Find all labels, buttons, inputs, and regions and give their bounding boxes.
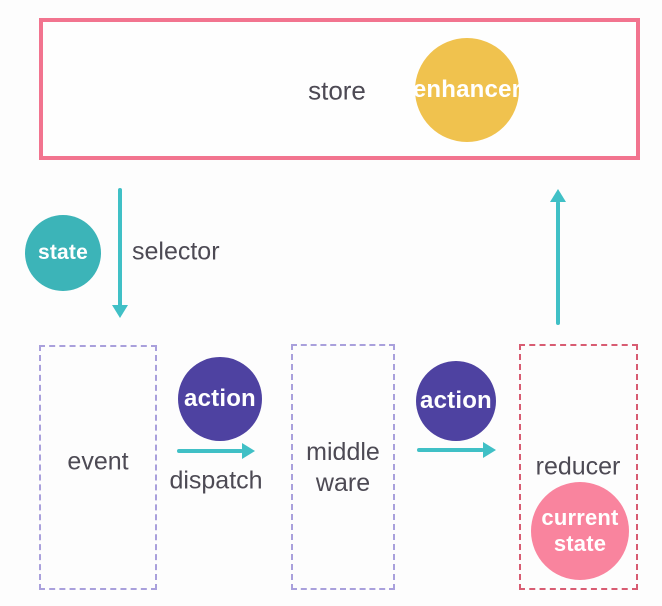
dispatch-arrow-head [242, 443, 255, 459]
current-state-label-line1: current [541, 505, 619, 530]
dispatch-label: dispatch [169, 466, 263, 495]
enhancer-circle: enhancer [412, 38, 522, 142]
current-state-label-line2: state [553, 531, 607, 556]
up-arrow-shaft [556, 201, 560, 325]
mw-reducer-arrow-shaft [417, 448, 484, 452]
middleware-label-line1: middle [306, 438, 380, 466]
current-state-label: current state [541, 505, 618, 557]
selector-arrow-shaft [118, 188, 122, 307]
event-box [39, 345, 157, 590]
store-label: store [308, 75, 366, 106]
reducer-label: reducer [535, 452, 621, 481]
action-circle-2: action [416, 361, 496, 441]
current-state-circle: current state [531, 482, 629, 580]
selector-arrow-head [112, 305, 128, 318]
reducer-box [519, 344, 638, 590]
middleware-box [291, 344, 395, 590]
store-box [39, 18, 640, 160]
state-circle: state [25, 215, 101, 291]
action-label-2: action [420, 387, 492, 414]
action-label-1: action [184, 385, 256, 412]
up-arrow-head [550, 189, 566, 202]
middleware-label-line2: ware [315, 469, 371, 497]
enhancer-label: enhancer [412, 76, 522, 103]
dispatch-arrow-shaft [177, 449, 243, 453]
event-label: event [67, 447, 129, 476]
selector-label: selector [132, 237, 220, 266]
state-label: state [37, 241, 89, 264]
mw-reducer-arrow-head [483, 442, 496, 458]
action-circle-1: action [178, 357, 262, 441]
middleware-label: middle ware [306, 437, 380, 499]
